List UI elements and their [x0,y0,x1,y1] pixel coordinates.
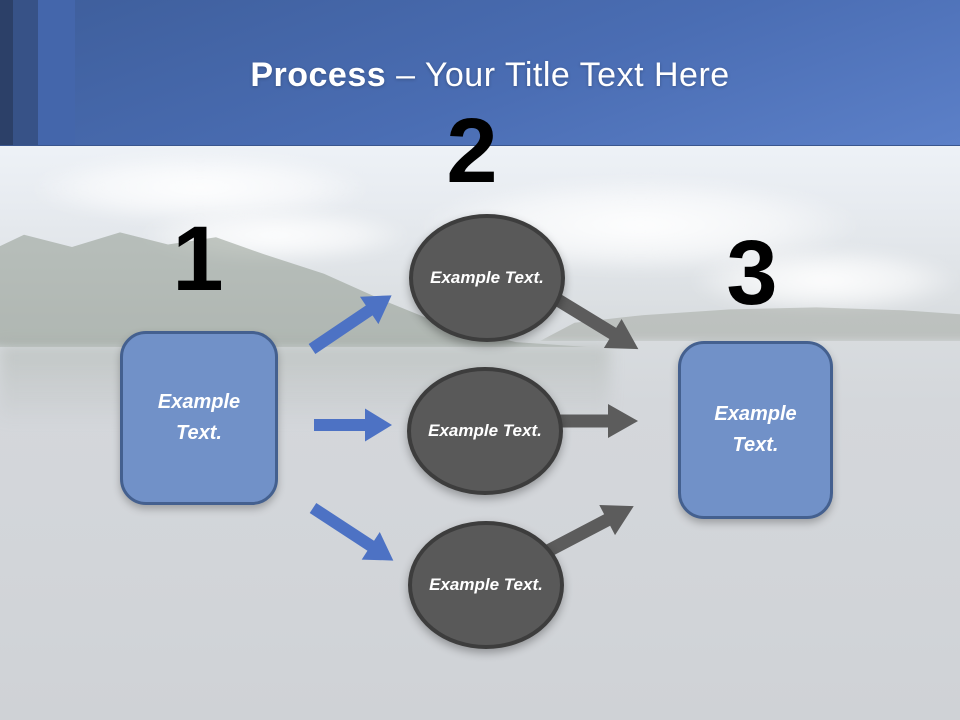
step-number-2: 2 [446,100,498,202]
process-box-left: Example Text. [120,331,278,505]
process-box-right-label: Example Text. [714,403,797,456]
process-circle-bottom: Example Text. [408,521,564,649]
step-number-3: 3 [726,222,778,324]
title-bar: Process – Your Title Text Here [0,0,960,146]
process-circle-top-label: Example Text. [430,268,544,288]
accent-stripe-mid [13,0,38,145]
title-subtitle: – Your Title Text Here [386,56,730,94]
title-keyword: Process [250,56,387,94]
step-number-1: 1 [172,208,224,310]
slide-title: Process – Your Title Text Here [10,56,960,95]
process-circle-bottom-label: Example Text. [429,575,543,595]
process-circle-middle: Example Text. [407,367,563,495]
process-circle-top: Example Text. [409,214,565,342]
accent-stripe-light [38,0,75,145]
process-circle-middle-label: Example Text. [428,421,542,441]
cloud-shape [690,248,960,313]
process-box-left-label: Example Text. [157,391,241,444]
accent-stripe-dark [0,0,13,145]
process-box-right: Example Text. [678,341,833,519]
